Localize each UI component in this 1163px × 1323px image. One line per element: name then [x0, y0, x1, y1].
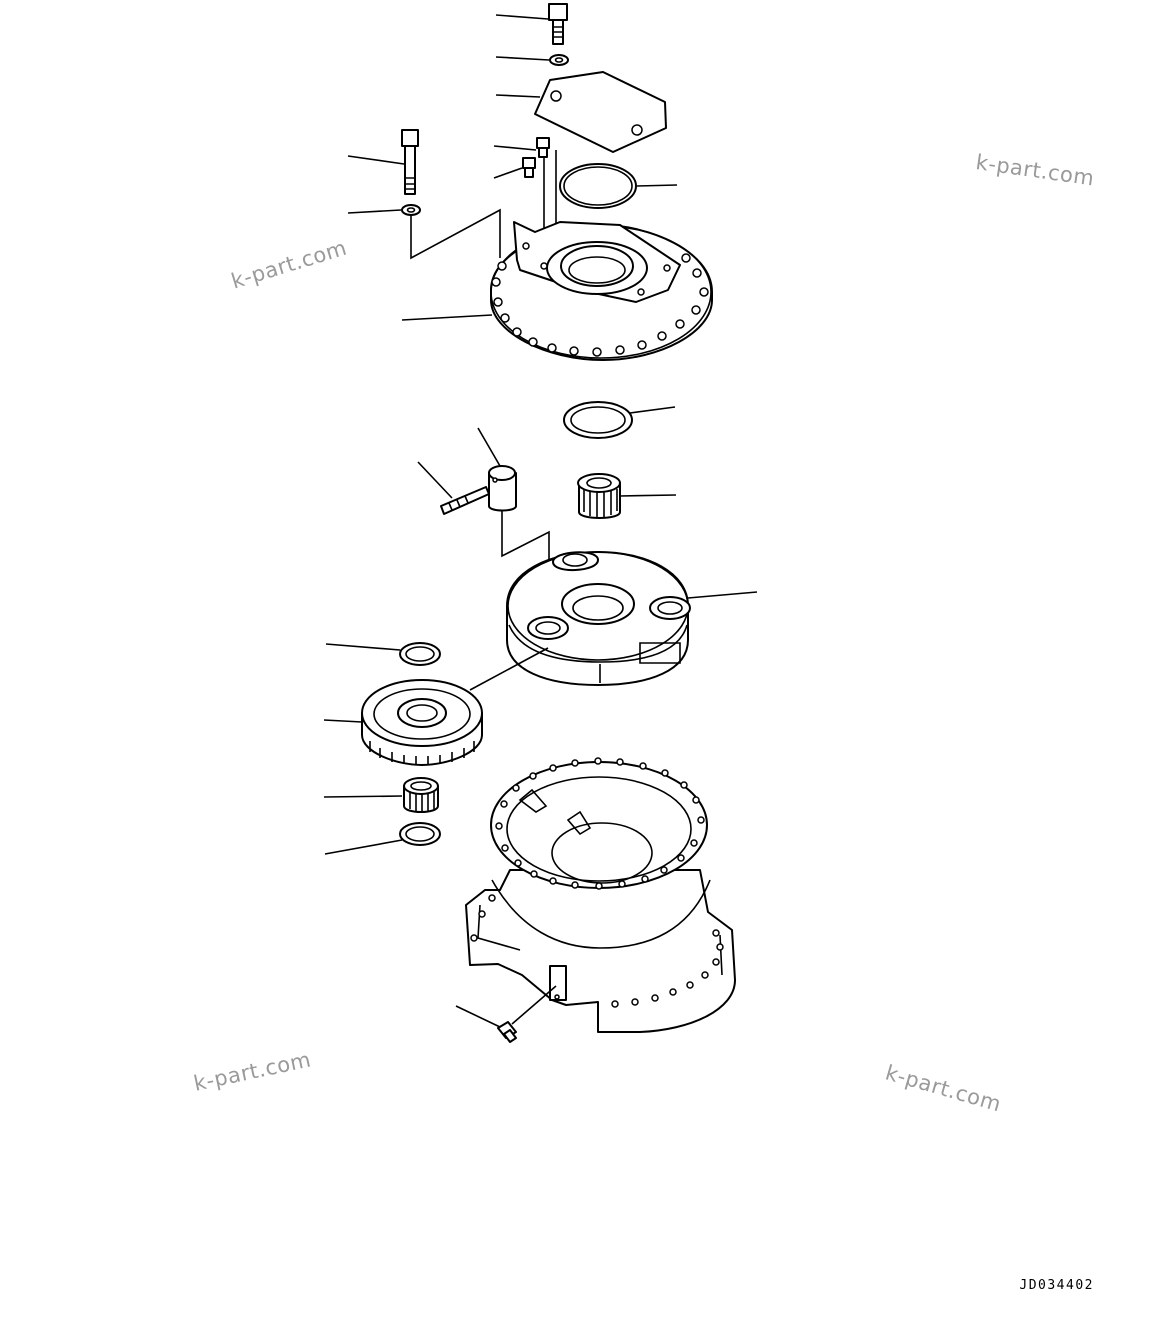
thrust-washer-lower[interactable]: [399, 822, 441, 846]
plug-b[interactable]: [522, 157, 536, 178]
long-bolt[interactable]: [401, 129, 419, 195]
cover-plate[interactable]: [534, 71, 667, 153]
leader-thrust-washer-upper: [325, 643, 401, 651]
lower-case[interactable]: [465, 761, 736, 1033]
plug-a[interactable]: [536, 137, 550, 158]
leader-cover-washer: [495, 56, 550, 61]
leader-needle-bearing: [323, 795, 403, 798]
sun-gear[interactable]: [577, 473, 621, 519]
leader-long-bolt: [347, 155, 405, 165]
long-bolt-washer[interactable]: [401, 204, 421, 216]
lower-case-bolt-holes: [470, 757, 724, 1008]
upper-housing-bolt-holes: [491, 253, 709, 357]
leader-plug-a: [493, 145, 537, 151]
leader-planet-carrier: [687, 591, 758, 599]
o-ring-cover[interactable]: [559, 163, 637, 209]
upper-housing[interactable]: [490, 221, 713, 361]
leader-cover-plate: [495, 94, 541, 98]
planet-gear[interactable]: [361, 679, 483, 766]
planet-carrier[interactable]: [506, 551, 691, 686]
drawing-code: JD034402: [1019, 1278, 1094, 1293]
alignment-line-plug: [511, 985, 557, 1025]
alignment-line-left: [410, 208, 501, 260]
leader-upper-housing: [401, 314, 493, 321]
leader-spring-pin: [417, 461, 453, 499]
leader-long-bolt-washer: [347, 209, 402, 214]
leader-o-ring-cover: [636, 184, 678, 187]
alignment-line-gear: [469, 647, 549, 691]
leader-drain-plug: [455, 1005, 501, 1028]
drain-plug[interactable]: [497, 1021, 517, 1043]
cover-washer[interactable]: [549, 54, 569, 66]
cover-bolt[interactable]: [548, 3, 568, 45]
leader-planet-shaft: [477, 427, 501, 467]
spring-pin[interactable]: [440, 486, 490, 515]
leader-planet-gear: [323, 719, 363, 723]
planet-shaft[interactable]: [488, 465, 517, 512]
thrust-washer-upper[interactable]: [399, 642, 441, 666]
thrust-ring[interactable]: [563, 401, 633, 439]
alignment-line-plate: [543, 150, 557, 232]
leader-cover-bolt: [495, 14, 549, 20]
leader-thrust-washer-lower: [324, 839, 403, 855]
leader-thrust-ring: [629, 406, 676, 414]
leader-sun-gear: [619, 494, 677, 497]
needle-bearing[interactable]: [403, 777, 439, 813]
leader-plug-b: [493, 167, 523, 179]
